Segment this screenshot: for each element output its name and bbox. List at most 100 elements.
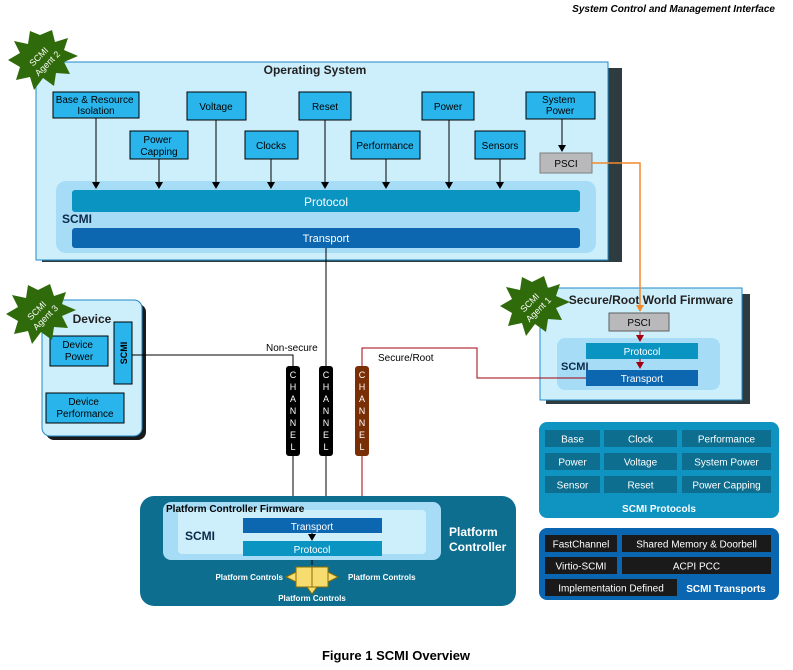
os-box-power: Power (421, 91, 475, 121)
protocol-item: Base (545, 430, 600, 447)
secure-scmi-label: SCMI (561, 361, 589, 373)
channel-1-letter: E (290, 430, 296, 440)
os-protocol-label: Protocol (304, 195, 348, 209)
secure-protocol-label: Protocol (624, 347, 661, 358)
platform-title-line2: Controller (449, 540, 507, 554)
secure-transport-label: Transport (621, 374, 664, 385)
platform-protocol-bar (243, 541, 382, 556)
device-to-channel-line (132, 354, 294, 366)
scmi-protocols-title: SCMI Protocols (622, 504, 696, 515)
device-performance-line2: Performance (56, 409, 114, 420)
channel-1-letter: A (290, 394, 296, 404)
device-performance-box: Device Performance (45, 392, 125, 424)
os-box-base-resource-isolation: Base & Resource Isolation (52, 91, 140, 119)
non-secure-label: Non-secure (266, 343, 318, 354)
device-scmi-label: SCMI (119, 342, 129, 365)
scmi-transports-title: SCMI Transports (686, 584, 766, 595)
os-box-power-label: Power (434, 102, 463, 113)
platform-controller-block: Platform Controller Firmware SCMI Transp… (140, 496, 516, 606)
protocol-item: Reset (604, 476, 677, 493)
os-box-clocks: Clocks (244, 130, 299, 160)
os-box-power-capping-line2: Capping (140, 147, 177, 158)
figure-caption: Figure 1 SCMI Overview (322, 648, 471, 663)
os-title: Operating System (264, 63, 367, 77)
transport-item: FastChannel (545, 535, 617, 552)
channel-2-letter: N (323, 406, 330, 416)
agent-2-starburst: SCMI Agent 2 (8, 30, 78, 90)
transport-item-label: Virtio-SCMI (556, 562, 607, 573)
device-power-line1: Device (62, 340, 93, 351)
os-box-power-capping: Power Capping (129, 130, 189, 160)
secure-psci-box: PSCI (608, 312, 670, 332)
channel-1-letter: L (290, 442, 295, 452)
channel-2-letter: E (323, 430, 329, 440)
protocol-item-label: Clock (628, 435, 654, 446)
svg-text:Device Performance: Device Performance (56, 397, 114, 420)
transport-item-label: Implementation Defined (558, 584, 664, 595)
protocol-item-label: Performance (698, 435, 756, 446)
channel-2-letter: A (323, 394, 329, 404)
transport-item-label: FastChannel (553, 540, 610, 551)
platform-firmware-label: Platform Controller Firmware (166, 504, 305, 515)
secure-psci-label: PSCI (627, 318, 650, 329)
protocol-item-label: Reset (627, 481, 653, 492)
protocol-item: Voltage (604, 453, 677, 470)
svg-text:Device Power: Device Power (62, 340, 95, 363)
protocol-item-label: Power Capping (692, 481, 760, 492)
protocol-item-label: Voltage (624, 458, 658, 469)
platform-scmi-label: SCMI (185, 529, 215, 543)
svg-text:Platform Controller: Platform Controller (449, 525, 507, 554)
protocol-item: Power Capping (682, 476, 771, 493)
os-box-system-power: System Power (525, 91, 596, 120)
transport-item: Shared Memory & Doorbell (622, 535, 771, 552)
secure-to-channel-line (361, 347, 586, 379)
channel-3-letter: A (359, 394, 365, 404)
channel-3-letter: N (359, 406, 366, 416)
os-box-performance-label: Performance (356, 141, 414, 152)
channel-3-letter: N (359, 418, 366, 428)
channel-2-letter: H (323, 382, 330, 392)
transport-item: Implementation Defined (545, 579, 677, 596)
os-scmi-panel: SCMI Protocol Transport (56, 181, 596, 253)
platform-controls-bottom-label: Platform Controls (278, 594, 346, 603)
os-scmi-label: SCMI (62, 212, 92, 226)
platform-controls-left-label: Platform Controls (215, 573, 283, 582)
channel-3-letter: E (359, 430, 365, 440)
channel-2-letter: N (323, 418, 330, 428)
protocol-item: Sensor (545, 476, 600, 493)
platform-protocol-label: Protocol (294, 545, 331, 556)
svg-text:System Power: System Power (542, 95, 578, 117)
platform-transport-label: Transport (291, 522, 334, 533)
protocol-item-label: System Power (694, 458, 759, 469)
protocol-item-label: Sensor (557, 481, 589, 492)
os-psci-label: PSCI (554, 159, 577, 170)
os-box-performance: Performance (350, 130, 421, 160)
protocol-item-label: Power (558, 458, 587, 469)
protocol-item: Power (545, 453, 600, 470)
os-psci-box: PSCI (539, 152, 593, 174)
protocol-item-label: Base (561, 435, 584, 446)
channel-1-letter: N (290, 406, 297, 416)
secure-title: Secure/Root World Firmware (569, 293, 734, 307)
svg-text:Power Capping: Power Capping (140, 135, 177, 158)
os-transport-bar (72, 228, 580, 248)
channel-2-letter: C (323, 370, 330, 380)
device-power-line2: Power (65, 352, 94, 363)
transport-item: ACPI PCC (622, 557, 771, 574)
secure-scmi-panel: SCMI Protocol Transport (557, 338, 720, 390)
channel-2-letter: L (323, 442, 328, 452)
transport-item-label: Shared Memory & Doorbell (636, 540, 757, 551)
protocol-item: Performance (682, 430, 771, 447)
os-box-reset-label: Reset (312, 102, 338, 113)
os-box-sensors-label: Sensors (482, 141, 519, 152)
os-box-system-power-line2: Power (546, 106, 575, 117)
channel-3-letter: H (359, 382, 366, 392)
os-box-voltage-label: Voltage (199, 102, 233, 113)
platform-title-line1: Platform (449, 525, 498, 539)
protocol-item: Clock (604, 430, 677, 447)
platform-controls-right-label: Platform Controls (348, 573, 416, 582)
channel-1-letter: C (290, 370, 297, 380)
device-scmi-box: SCMI (113, 321, 133, 385)
